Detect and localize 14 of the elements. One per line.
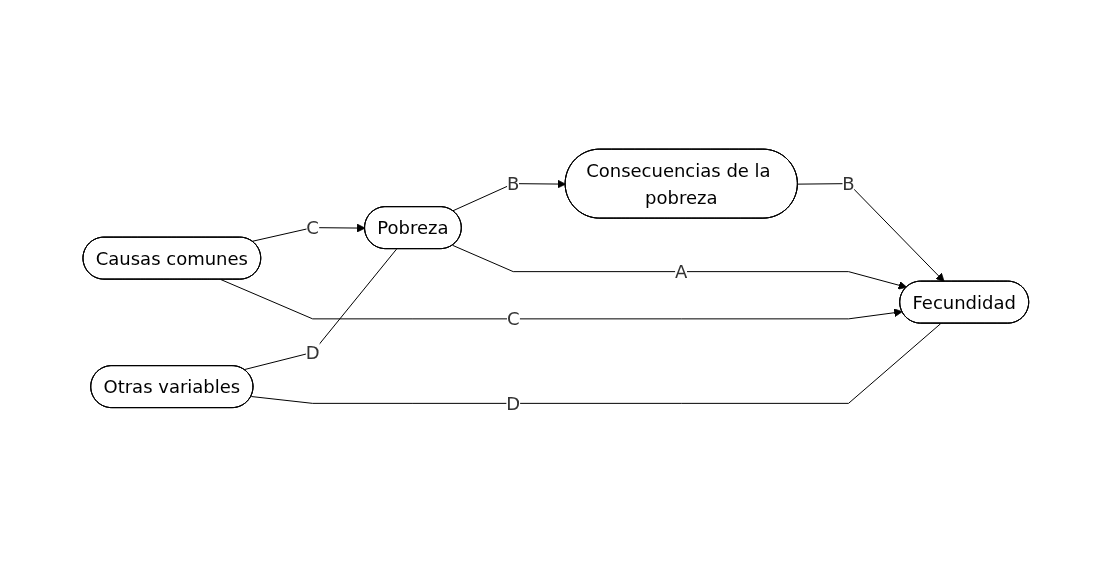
- edge-label: C: [506, 308, 520, 330]
- edge-label: B: [506, 173, 520, 195]
- edge-label: D: [505, 392, 520, 414]
- edge-label: C: [306, 217, 319, 239]
- edge-label: D: [305, 341, 320, 363]
- arrow: [220, 279, 903, 320]
- connector: [250, 323, 941, 404]
- arrow: [797, 183, 945, 283]
- arrow: [451, 244, 907, 290]
- arrow: [451, 179, 566, 212]
- edge-label: B: [842, 173, 855, 195]
- edge-label: A: [674, 261, 688, 283]
- connector: [243, 248, 397, 371]
- arrow: [251, 223, 366, 242]
